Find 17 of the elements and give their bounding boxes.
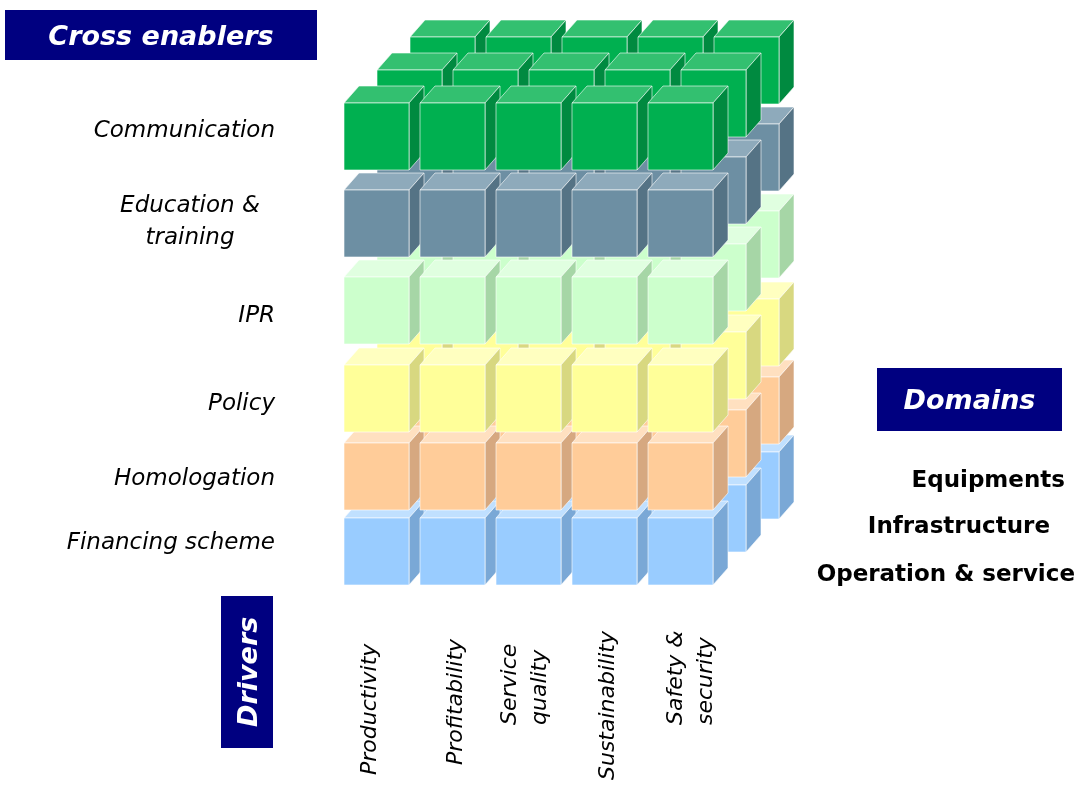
driver-label: Safety & security	[661, 629, 718, 725]
row-label: Education & training	[119, 190, 261, 251]
driver-label: Service quality	[495, 642, 552, 725]
domain-label: Operation & service	[816, 560, 1075, 586]
driver-label: Productivity	[355, 642, 382, 775]
row-label: Policy	[207, 388, 275, 417]
driver-label: Sustainability	[593, 630, 620, 780]
heading-banner: Domains	[877, 368, 1062, 431]
row-label: Financing scheme	[65, 527, 275, 556]
row-label: IPR	[237, 300, 275, 329]
heading-banner: Drivers	[221, 596, 273, 748]
domain-label: Equipments	[911, 466, 1065, 492]
driver-label: Profitability	[441, 637, 468, 765]
domain-label: Infrastructure	[867, 512, 1050, 538]
row-label: Homologation	[112, 463, 275, 492]
row-label: Communication	[92, 115, 275, 144]
heading-banner: Cross enablers	[5, 10, 317, 60]
